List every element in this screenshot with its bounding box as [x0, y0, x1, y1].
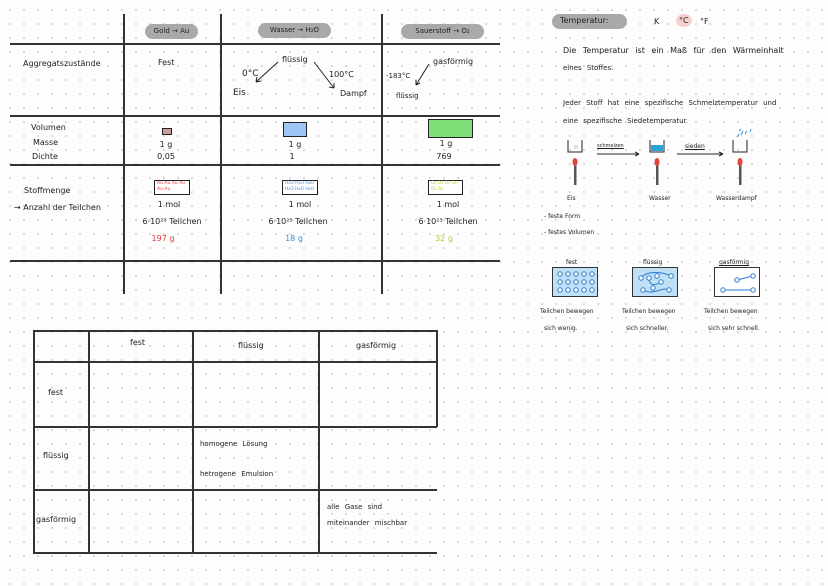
gold-mass: 1 g [159, 140, 173, 149]
water-gas: Dampf [340, 89, 367, 98]
oxygen-molar-mass: 32 g [435, 234, 453, 243]
text-line-2: eines Stoffes. [563, 64, 614, 72]
gold-mol: 1 mol [157, 200, 181, 209]
label-melt: schmelzen [597, 143, 624, 149]
particles-solid-box [552, 267, 598, 297]
water-liquid: flüssig [282, 55, 308, 64]
burner-icon [737, 158, 743, 185]
heating-diagram [567, 128, 752, 185]
burner-icon [654, 158, 660, 185]
beaker-water-icon [649, 140, 665, 153]
arrow-boil-icon [677, 151, 724, 157]
particles-liquid-box [632, 267, 678, 297]
temperature-title: Temperatur: [552, 14, 627, 29]
oxygen-particles: 6·10²³ Teilchen [418, 217, 478, 226]
row-header-solid: fest [48, 388, 64, 397]
oxygen-volume-box [428, 119, 473, 138]
oxygen-gas: gasförmig [433, 57, 474, 66]
col-header-solid: fest [130, 338, 146, 347]
bullet-fixed-shape: - feste Form [544, 213, 581, 220]
water-particles-box: H₂O H₂O H₂O H₂O H₂O H₂O [282, 180, 318, 195]
particles-solid-caption-1: Teilchen bewegen [540, 308, 594, 315]
particles-liquid-caption-1: Teilchen bewegen [622, 308, 676, 315]
row-label-states: Aggregatszustände [23, 59, 101, 68]
state-arrows [255, 61, 430, 89]
label-amount: Stoffmenge [24, 186, 71, 195]
oxygen-mol: 1 mol [436, 200, 460, 209]
water-density: 1 [289, 152, 295, 161]
unit-kelvin: K [654, 17, 660, 26]
cell-gases-1: alle Gase sind [327, 503, 383, 511]
water-melting-temp: 0°C [242, 69, 259, 79]
water-particles: 6·10²³ Teilchen [268, 217, 328, 226]
particles-gas-caption-1: Teilchen bewegen [704, 308, 758, 315]
label-density: Dichte [32, 152, 58, 161]
oxygen-temp: -183°C [386, 72, 411, 80]
text-line-1: Die Temperatur ist ein Maß für den Wärme… [563, 46, 784, 55]
unit-fahrenheit: °F [700, 17, 709, 26]
particles-gas-box [714, 267, 760, 297]
water-molar-mass: 18 g [285, 234, 303, 243]
col-header-liquid: flüssig [238, 341, 264, 350]
arrow-melt-icon [597, 151, 640, 157]
burner-icon [572, 158, 578, 185]
header-gold: Gold → Au [145, 24, 198, 39]
oxygen-liquid: flüssig [396, 92, 419, 100]
label-particle-count: → Anzahl der Teilchen [14, 203, 101, 212]
cell-homogeneous: homogene Lösung [200, 440, 268, 448]
header-water: Wasser → H₂O [258, 23, 331, 38]
particles-gas-title: gasförmig [719, 259, 750, 266]
cell-heterogeneous: hetrogene Emulsion [200, 470, 274, 478]
water-volume-box [283, 122, 307, 137]
particles-solid-caption-2: sich wenig. [544, 325, 578, 332]
gold-volume-box [162, 128, 172, 135]
label-mass: Masse [33, 138, 59, 147]
oxygen-mass: 1 g [439, 139, 453, 148]
gold-molar-mass: 197 g [151, 234, 175, 243]
state-steam: Wasserdampf [716, 195, 757, 202]
bullet-fixed-volume: - festes Volumen [544, 229, 595, 236]
gold-state: Fest [158, 58, 175, 67]
text-line-4: eine spezifische Siedetemperatur. [563, 117, 688, 125]
row-header-liquid: flüssig [43, 451, 69, 460]
state-ice: Eis [567, 195, 576, 202]
particles-liquid-caption-2: sich schneller. [626, 325, 669, 332]
label-volume: Volumen [31, 123, 66, 132]
state-water: Wasser [649, 195, 671, 202]
cell-gases-2: miteinander mischbar [327, 519, 408, 527]
gold-density: 0,05 [157, 152, 175, 161]
water-mass: 1 g [288, 140, 302, 149]
particles-liquid-title: flüssig [643, 259, 663, 266]
text-line-3: Jeder Stoff hat eine spezifische Schmelz… [563, 99, 777, 107]
gold-particles: 6·10²³ Teilchen [142, 217, 202, 226]
water-mol: 1 mol [288, 200, 312, 209]
gold-particles-box: Au Au Au Au Au Au [154, 180, 190, 195]
oxygen-particles-box: O₂ O₂ O₂ O₂ O₂ O₂ [428, 180, 463, 195]
water-boiling-temp: 100°C [329, 70, 354, 79]
label-boil: sieden [685, 143, 705, 150]
unit-celsius: °C [676, 14, 692, 27]
beaker-steam-icon [732, 128, 752, 153]
water-solid: Eis [233, 88, 246, 98]
header-oxygen: Sauerstoff → O₂ [401, 24, 484, 39]
beaker-ice-icon [567, 140, 583, 153]
particles-solid-title: fest [566, 259, 578, 266]
oxygen-density: 769 [436, 152, 452, 161]
row-header-gas: gasförmig [36, 515, 77, 524]
particles-gas-caption-2: sich sehr schnell. [708, 325, 760, 332]
col-header-gas: gasförmig [356, 341, 397, 350]
